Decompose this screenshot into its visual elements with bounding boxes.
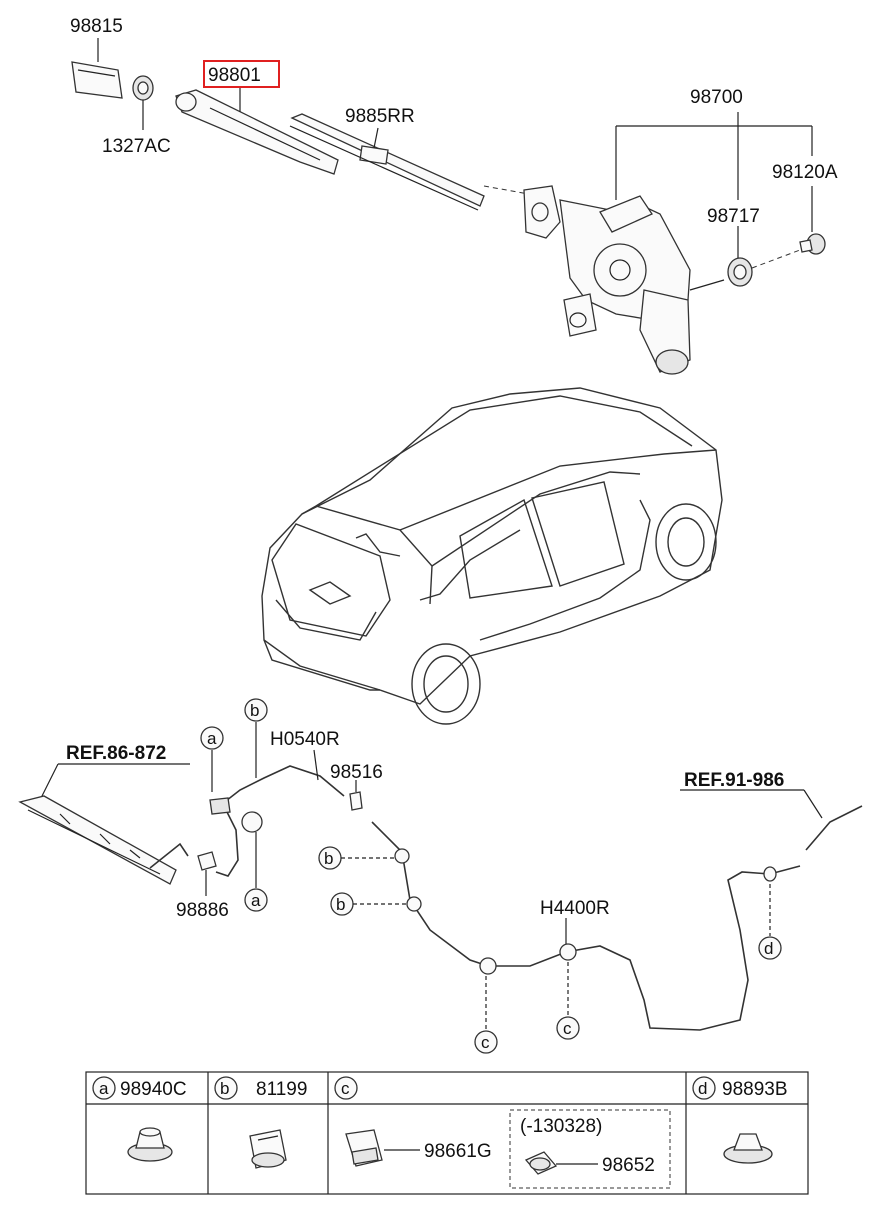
svg-text:b: b [324, 849, 333, 868]
callout-98120A: 98120A [772, 162, 838, 183]
marker-c-left[interactable]: c [474, 1030, 498, 1054]
callout-H4400R: H4400R [540, 898, 610, 919]
svg-text:a: a [207, 729, 217, 748]
part-98815-cap[interactable] [71, 61, 123, 99]
callout-1327AC: 1327AC [102, 136, 171, 157]
svg-text:c: c [481, 1033, 490, 1052]
part-1327AC-nut[interactable] [132, 75, 154, 101]
marker-a-bottom[interactable]: a [244, 888, 268, 912]
legend-c-code: 98661G [424, 1141, 492, 1162]
legend-a-code: 98940C [120, 1079, 187, 1100]
svg-text:d: d [764, 939, 773, 958]
part-98700-wiper-motor[interactable] [523, 185, 725, 375]
part-98516-connector[interactable] [349, 791, 363, 811]
part-98801-wiper-arm[interactable] [175, 89, 339, 175]
legend-d-header: d 98893B [692, 1076, 788, 1100]
part-98120A-bolt[interactable] [799, 233, 826, 255]
part-9885RR-wiper-blade[interactable] [289, 113, 485, 211]
highlight-box-98801 [203, 60, 280, 88]
marker-b-mid1[interactable]: b [318, 846, 342, 870]
legend-a-header: a 98940C [92, 1076, 187, 1100]
marker-a-top[interactable]: a [200, 726, 224, 750]
part-98717-grommet[interactable] [727, 257, 753, 287]
marker-c-right[interactable]: c [556, 1016, 580, 1040]
callout-H0540R: H0540R [270, 729, 340, 750]
svg-text:b: b [336, 895, 345, 914]
legend-d-code: 98893B [722, 1079, 788, 1100]
legend-c-sub-clip-image [524, 1151, 558, 1175]
svg-text:d: d [698, 1079, 707, 1098]
part-H4400R-hose[interactable] [371, 821, 801, 1031]
legend-c-sub-box [509, 1109, 671, 1189]
legend-d-clip-image [723, 1133, 773, 1164]
callout-9885RR: 9885RR [345, 106, 415, 127]
callout-98886: 98886 [176, 900, 229, 921]
marker-b-top[interactable]: b [244, 698, 268, 722]
marker-b-mid2[interactable]: b [330, 892, 354, 916]
callout-98815: 98815 [70, 16, 123, 37]
ref-86-872: REF.86-872 [66, 743, 166, 764]
legend-c-sub-code: 98652 [602, 1155, 655, 1176]
svg-text:a: a [251, 891, 261, 910]
ref-91-986: REF.91-986 [684, 770, 784, 791]
callout-98801: 98801 [208, 65, 261, 86]
svg-text:b: b [250, 701, 259, 720]
legend-c-header: c [334, 1076, 358, 1100]
svg-text:c: c [563, 1019, 572, 1038]
part-98886-nozzle[interactable] [149, 842, 217, 871]
svg-text:a: a [99, 1079, 109, 1098]
legend-c-sub-note: (-130328) [520, 1116, 602, 1137]
legend-b-code: 81199 [256, 1079, 307, 1100]
part-H0540R-hose[interactable] [209, 765, 345, 877]
callout-98700: 98700 [690, 87, 743, 108]
svg-text:c: c [341, 1079, 350, 1098]
callout-98717: 98717 [707, 206, 760, 227]
legend-a-clip-image [127, 1127, 173, 1162]
part-rear-spoiler-lamp[interactable] [18, 795, 177, 885]
legend-b-header: b 81199 [214, 1076, 307, 1100]
vehicle-illustration [261, 387, 723, 725]
legend-c-clip-image [345, 1129, 383, 1167]
svg-text:b: b [220, 1079, 229, 1098]
callout-98516: 98516 [330, 762, 383, 783]
legend-b-clip-image [249, 1129, 287, 1169]
marker-d[interactable]: d [758, 936, 782, 960]
clip-legend-table [85, 1071, 809, 1195]
